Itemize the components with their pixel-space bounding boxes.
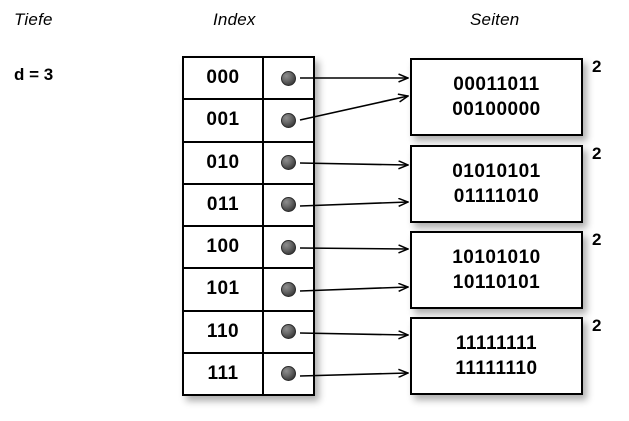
index-key-cell: 011 [184, 184, 264, 225]
index-row[interactable]: 110 [184, 311, 313, 354]
pointer-arrow-011 [299, 202, 408, 206]
index-key-cell: 010 [184, 142, 264, 183]
page-box[interactable]: 01010101 01111010 [410, 145, 583, 223]
page-record: 00100000 [452, 99, 541, 120]
pointer-dot-icon [281, 112, 296, 128]
page-box[interactable]: 00011011 00100000 [410, 58, 583, 136]
index-row[interactable]: 010 [184, 142, 313, 185]
pointer-arrow-100 [299, 248, 408, 249]
pointer-arrow-101 [299, 287, 408, 291]
index-pointer-cell[interactable] [264, 143, 313, 183]
index-row[interactable]: 000 [184, 58, 313, 101]
page-record: 11111110 [455, 358, 538, 379]
pointer-arrow-001 [299, 96, 408, 121]
pointer-dot-icon [281, 281, 296, 297]
pointer-dot-icon [281, 366, 296, 382]
index-pointer-cell[interactable] [264, 58, 313, 98]
page-record: 11111111 [455, 332, 538, 354]
index-row[interactable]: 101 [184, 269, 313, 312]
page-record-count: 2 [592, 144, 602, 163]
index-pointer-cell[interactable] [264, 269, 313, 309]
pointer-dot-icon [281, 197, 296, 213]
index-row[interactable]: 001 [184, 100, 313, 143]
index-key-cell: 100 [184, 227, 264, 268]
page-record: 10110101 [452, 272, 541, 293]
index-directory-table: 000 001 010 011 100 [182, 56, 315, 396]
page-box[interactable]: 11111111 11111110 [410, 317, 583, 395]
index-row[interactable]: 011 [184, 184, 313, 227]
column-heading-index: Index [213, 10, 256, 29]
index-row[interactable]: 111 [184, 353, 313, 394]
page-record-count: 2 [592, 57, 602, 76]
pointer-dot-icon [281, 70, 296, 86]
index-key-cell: 110 [184, 311, 264, 352]
pointer-dot-icon [281, 324, 296, 340]
index-pointer-cell[interactable] [264, 100, 313, 140]
index-pointer-cell[interactable] [264, 227, 313, 267]
page-record-count: 2 [592, 316, 602, 335]
pointer-arrow-110 [299, 333, 408, 335]
index-pointer-cell[interactable] [264, 312, 313, 352]
page-record: 01111010 [453, 186, 540, 207]
page-record: 10101010 [452, 246, 541, 268]
pointer-dot-icon [281, 155, 296, 171]
depth-value-label: d = 3 [14, 65, 54, 84]
index-key-cell: 111 [184, 353, 264, 394]
index-pointer-cell[interactable] [264, 354, 313, 394]
index-row[interactable]: 100 [184, 227, 313, 270]
pointer-arrow-111 [299, 373, 408, 376]
index-pointer-cell[interactable] [264, 185, 313, 225]
column-heading-depth: Tiefe [14, 10, 53, 29]
pointer-dot-icon [281, 239, 296, 255]
page-box[interactable]: 10101010 10110101 [410, 231, 583, 309]
index-key-cell: 000 [184, 58, 264, 99]
page-record: 00011011 [453, 73, 540, 95]
column-heading-pages: Seiten [470, 10, 520, 29]
index-key-cell: 101 [184, 269, 264, 310]
page-record-count: 2 [592, 230, 602, 249]
page-record: 01010101 [452, 160, 541, 182]
pointer-arrow-010 [299, 163, 408, 165]
index-key-cell: 001 [184, 100, 264, 141]
